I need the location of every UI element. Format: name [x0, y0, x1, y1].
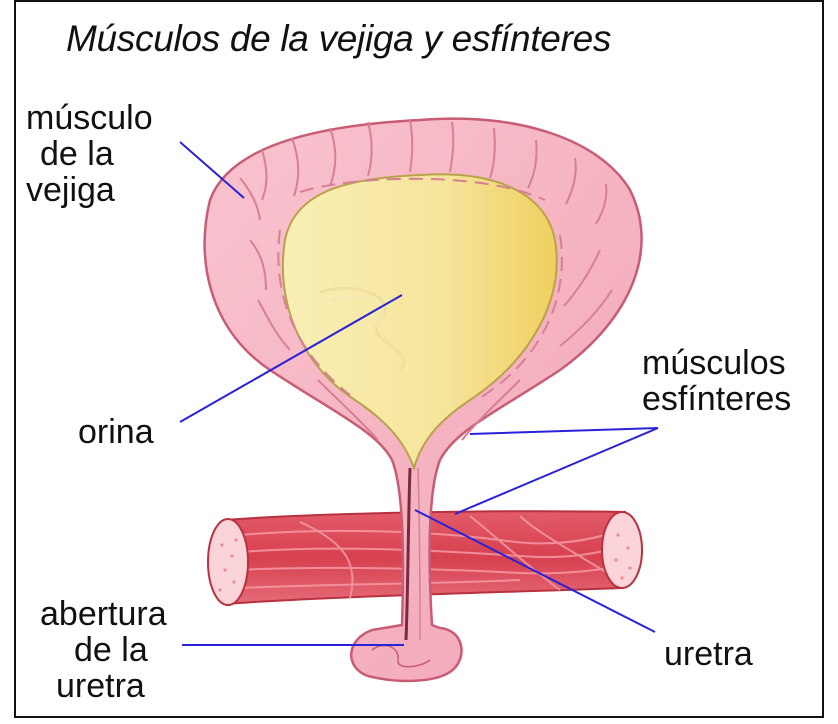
- label-urethra: uretra: [664, 636, 753, 672]
- leader-line-sphincter-external: [455, 428, 658, 514]
- label-urethral-opening: abertura de la uretra: [40, 596, 167, 704]
- label-urine: orina: [78, 414, 154, 450]
- leader-line-sphincter-internal: [470, 428, 658, 434]
- urine: [278, 174, 562, 468]
- diagram-title: Músculos de la vejiga y esfínteres: [66, 18, 611, 60]
- label-sphincter-muscles: músculos esfínteres: [642, 345, 791, 417]
- label-bladder-muscle: músculo de la vejiga: [26, 100, 153, 208]
